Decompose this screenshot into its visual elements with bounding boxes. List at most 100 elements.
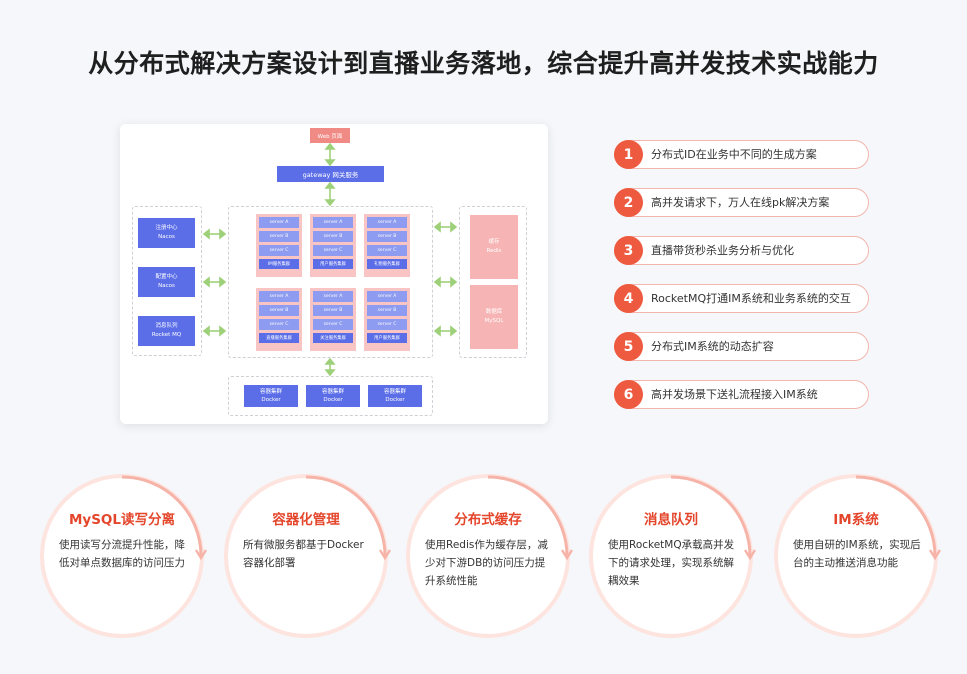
mq-sub: Rocket MQ	[151, 332, 182, 338]
server-c: server C	[313, 245, 353, 256]
arrow-head	[433, 325, 441, 337]
server-b: server B	[367, 231, 407, 242]
cluster-user-2: server A server B server C 用户服务集群	[364, 288, 410, 351]
server-b: server B	[259, 231, 299, 242]
feature-item-6: 6 高并发场景下送礼流程接入IM系统	[614, 380, 869, 409]
feature-item-5: 5 分布式IM系统的动态扩容	[614, 332, 869, 361]
arrow-head	[324, 369, 336, 377]
arrow-head	[202, 325, 210, 337]
cluster-gift: server A server B server C 礼物服务集群	[364, 214, 410, 277]
arrow-head	[202, 276, 210, 288]
mq-rocketmq-box: 消息队列 Rocket MQ	[138, 316, 195, 346]
web-page-box: Web 页面	[310, 128, 350, 143]
circle-title: 分布式缓存	[454, 512, 522, 528]
circle-title: 消息队列	[644, 512, 698, 528]
config-sub: Nacos	[158, 283, 175, 289]
circle-title: IM系统	[833, 512, 879, 528]
docker-title: 容器集群	[321, 389, 344, 395]
docker-sub: Docker	[385, 397, 405, 403]
circle-title: 容器化管理	[272, 512, 340, 528]
left-services-group	[132, 206, 202, 356]
feature-text: 高并发请求下，万人在线pk解决方案	[651, 196, 830, 209]
cluster-label: 礼物服务集群	[367, 259, 407, 269]
registry-sub: Nacos	[158, 234, 175, 240]
mq-title: 消息队列	[155, 323, 178, 329]
registry-title: 注册中心	[155, 225, 178, 231]
server-a: server A	[259, 291, 299, 302]
cluster-im: server A server B server C IM服务集群	[256, 214, 302, 277]
server-a: server A	[313, 217, 353, 228]
cluster-user: server A server B server C 用户服务集群	[310, 214, 356, 277]
db-mysql-box: 数据库 MySQL	[470, 285, 518, 349]
gateway-box: gateway 网关服务	[277, 166, 384, 182]
docker-title: 容器集群	[383, 389, 406, 395]
feature-number-badge: 5	[614, 332, 643, 361]
cluster-label: 直播服务集群	[259, 333, 299, 343]
server-b: server B	[313, 305, 353, 316]
arrow-head	[450, 276, 458, 288]
server-a: server A	[259, 217, 299, 228]
server-b: server B	[313, 231, 353, 242]
server-c: server C	[259, 319, 299, 330]
feature-circle-im: IM系统 使用自研的IM系统，实现后台的主动推送消息功能	[774, 474, 942, 638]
server-c: server C	[367, 319, 407, 330]
arrow-head	[219, 276, 227, 288]
feature-text: RocketMQ打通IM系统和业务系统的交互	[651, 292, 851, 305]
cluster-live: server A server B server C 直播服务集群	[256, 288, 302, 351]
config-nacos-box: 配置中心 Nacos	[138, 267, 195, 297]
circle-description: 所有微服务都基于Docker容器化部署	[243, 539, 364, 569]
storage-group	[459, 206, 527, 358]
cache-redis-box: 缓存 Redis	[470, 215, 518, 279]
docker-title: 容器集群	[259, 389, 282, 395]
arrow-head	[450, 221, 458, 233]
arrow-head	[433, 276, 441, 288]
feature-item-3: 3 直播带货秒杀业务分析与优化	[614, 236, 869, 265]
circle-arc-decoration	[855, 475, 942, 561]
server-c: server C	[367, 245, 407, 256]
feature-number-badge: 2	[614, 188, 643, 217]
db-title: 数据库	[485, 309, 503, 315]
feature-circle-cache: 分布式缓存 使用Redis作为缓存层，减少对下游DB的访问压力提升系统性能	[406, 474, 574, 638]
arrow-head	[450, 325, 458, 337]
arrow-head	[219, 325, 227, 337]
server-b: server B	[367, 305, 407, 316]
arrow-head	[324, 357, 336, 365]
circle-arc-decoration	[670, 475, 757, 561]
arrow-head	[324, 199, 336, 207]
cluster-label: 用户服务集群	[313, 259, 353, 269]
feature-item-2: 2 高并发请求下，万人在线pk解决方案	[614, 188, 869, 217]
feature-item-4: 4 RocketMQ打通IM系统和业务系统的交互	[614, 284, 869, 313]
feature-circle-mq: 消息队列 使用RocketMQ承载高并发下的请求处理，实现系统解耦效果	[589, 474, 757, 638]
circle-description: 使用Redis作为缓存层，减少对下游DB的访问压力提升系统性能	[425, 539, 548, 587]
config-title: 配置中心	[155, 274, 178, 280]
server-a: server A	[367, 217, 407, 228]
circle-arc-decoration	[121, 475, 208, 561]
feature-number-badge: 6	[614, 380, 643, 409]
arrow-head	[433, 221, 441, 233]
feature-item-1: 1 分布式ID在业务中不同的生成方案	[614, 140, 869, 169]
docker-box-1: 容器集群 Docker	[244, 385, 298, 407]
feature-text: 分布式IM系统的动态扩容	[651, 340, 774, 353]
docker-group	[228, 376, 433, 416]
docker-box-2: 容器集群 Docker	[306, 385, 360, 407]
arrow-head	[202, 228, 210, 240]
circle-description: 使用读写分流提升性能，降低对单点数据库的访问压力	[59, 539, 185, 569]
docker-box-3: 容器集群 Docker	[368, 385, 422, 407]
feature-circle-mysql: MySQL读写分离 使用读写分流提升性能，降低对单点数据库的访问压力	[40, 474, 208, 638]
db-sub: MySQL	[484, 318, 504, 324]
arrow-head	[219, 228, 227, 240]
cache-title: 缓存	[488, 239, 500, 245]
server-a: server A	[313, 291, 353, 302]
registry-nacos-box: 注册中心 Nacos	[138, 218, 195, 248]
feature-number-badge: 4	[614, 284, 643, 313]
docker-sub: Docker	[323, 397, 343, 403]
feature-text: 高并发场景下送礼流程接入IM系统	[651, 388, 818, 401]
feature-text: 直播带货秒杀业务分析与优化	[651, 244, 794, 257]
arrow-head	[324, 159, 336, 167]
feature-text: 分布式ID在业务中不同的生成方案	[651, 148, 817, 161]
cluster-follow: server A server B server C 关注服务集群	[310, 288, 356, 351]
cache-sub: Redis	[486, 248, 502, 254]
cluster-label: 关注服务集群	[313, 333, 353, 343]
circle-description: 使用RocketMQ承载高并发下的请求处理，实现系统解耦效果	[608, 539, 735, 587]
server-c: server C	[313, 319, 353, 330]
